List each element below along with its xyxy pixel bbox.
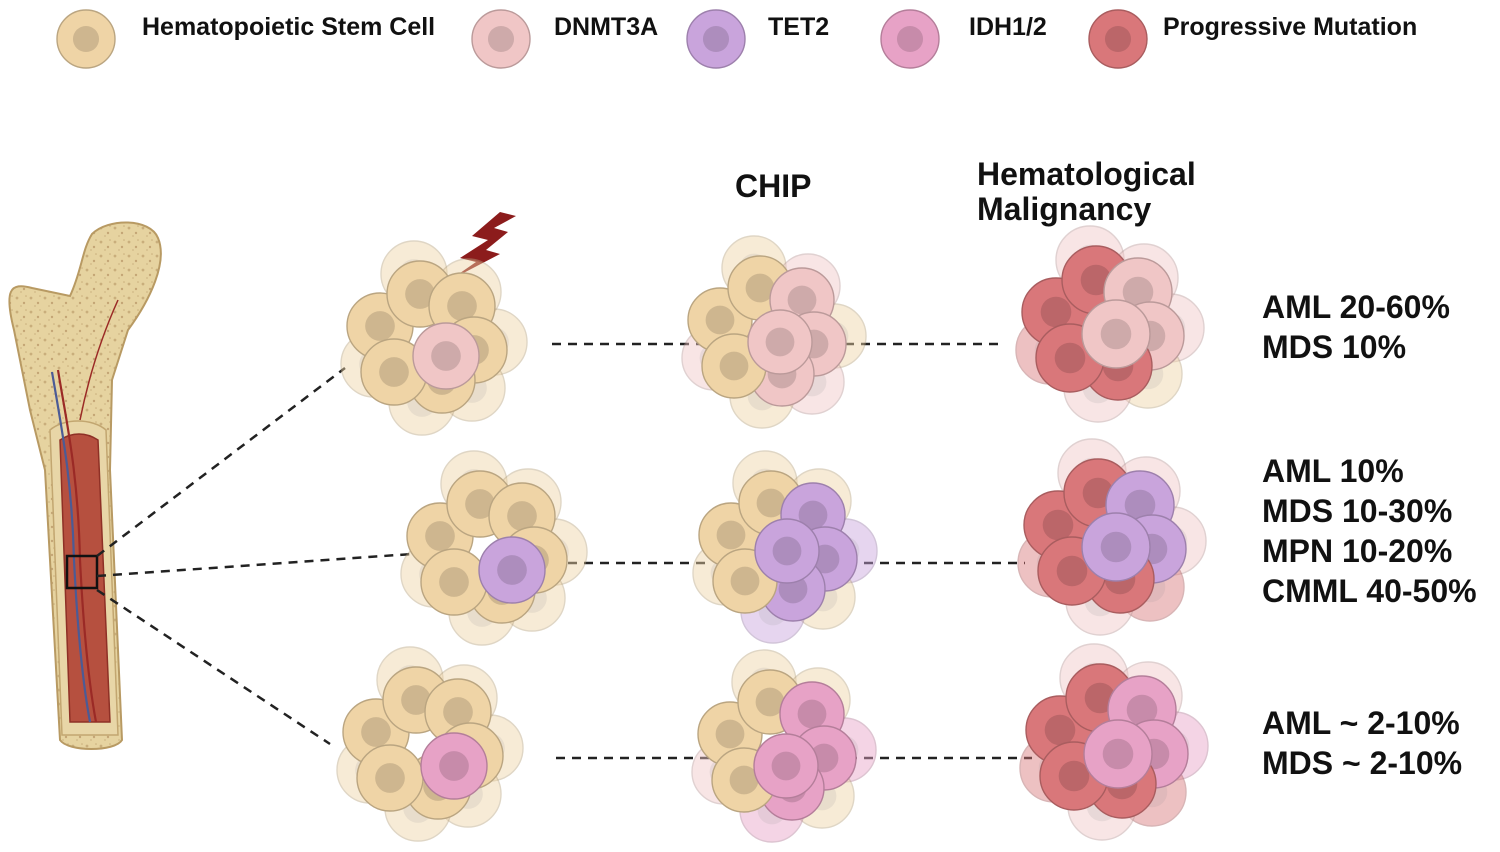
outcome-tet2-mpn: MPN 10-20% xyxy=(1262,533,1453,569)
mutant-cell xyxy=(412,322,480,390)
outcome-idh-mds: MDS ~ 2-10% xyxy=(1262,745,1463,781)
legend-cell-tet2 xyxy=(686,9,746,69)
mutation-lightning-icon xyxy=(450,212,516,280)
femur-illustration xyxy=(8,221,162,750)
mutant-cell xyxy=(747,309,813,375)
outcome-tet2-mds: MDS 10-30% xyxy=(1262,493,1453,529)
mutant-cell xyxy=(753,733,819,799)
cell xyxy=(420,548,488,616)
mutant-cell xyxy=(420,732,488,800)
outcome-tet2-cmml: CMML 40-50% xyxy=(1262,573,1477,609)
cluster-tet2-malignancy xyxy=(1017,438,1207,636)
outcome-dnmt3a-mds: MDS 10% xyxy=(1262,329,1407,365)
cluster-dnmt3a-malignancy xyxy=(1015,225,1205,423)
zoom-line-top xyxy=(96,367,346,557)
cell-clusters xyxy=(336,225,1209,843)
cluster-dnmt3a-initial xyxy=(340,240,528,436)
mutant-cell xyxy=(478,536,546,604)
legend-label-tet2: TET2 xyxy=(768,13,830,41)
mutant-cell xyxy=(754,518,820,584)
zoom-line-middle xyxy=(96,552,413,578)
blood-vessel-artery xyxy=(56,369,98,723)
legend-label-hsc: Hematopoietic Stem Cell xyxy=(142,13,436,41)
cluster-idh-malignancy xyxy=(1019,643,1209,841)
progression-lines xyxy=(552,342,1032,760)
legend-cells xyxy=(56,9,1148,69)
bone-marrow xyxy=(59,433,111,723)
column-header-malignancy-line2: Malignancy xyxy=(977,191,1152,227)
outcome-dnmt3a-aml: AML 20-60% xyxy=(1262,289,1450,325)
column-header-malignancy: Hematological Malignancy xyxy=(977,157,1196,227)
mutant-cell xyxy=(1083,719,1153,789)
outcome-tet2-aml: AML 10% xyxy=(1262,453,1404,489)
blood-vessel-branch xyxy=(79,299,119,421)
outcomes-dnmt3a: AML 20-60% MDS 10% xyxy=(1262,287,1450,367)
cluster-idh-initial xyxy=(336,646,524,842)
legend-label-idh: IDH1/2 xyxy=(969,13,1047,41)
zoom-lines xyxy=(96,367,413,746)
mutant-cell xyxy=(1081,512,1151,582)
legend-cell-dnmt3a xyxy=(471,9,531,69)
column-header-chip: CHIP xyxy=(735,168,812,204)
cluster-tet2-initial xyxy=(400,450,588,646)
blood-vessel-vein xyxy=(50,371,92,723)
cluster-dnmt3a-chip xyxy=(681,235,867,429)
legend-cell-progressive xyxy=(1088,9,1148,69)
outcome-idh-aml: AML ~ 2-10% xyxy=(1262,705,1460,741)
cluster-idh-chip xyxy=(691,649,877,843)
outcomes-tet2: AML 10% MDS 10-30% MPN 10-20% CMML 40-50… xyxy=(1262,451,1477,611)
mutant-cell xyxy=(1081,299,1151,369)
zoom-line-bottom xyxy=(96,588,331,746)
outcomes-idh: AML ~ 2-10% MDS ~ 2-10% xyxy=(1262,703,1462,783)
legend-cell-idh xyxy=(880,9,940,69)
legend-cell-hsc xyxy=(56,9,116,69)
cell xyxy=(356,744,424,812)
zoom-box xyxy=(65,554,99,590)
legend-label-dnmt3a: DNMT3A xyxy=(554,13,659,41)
column-header-malignancy-line1: Hematological xyxy=(977,156,1196,192)
cluster-tet2-chip xyxy=(692,450,878,644)
legend-label-progressive: Progressive Mutation xyxy=(1163,13,1418,41)
